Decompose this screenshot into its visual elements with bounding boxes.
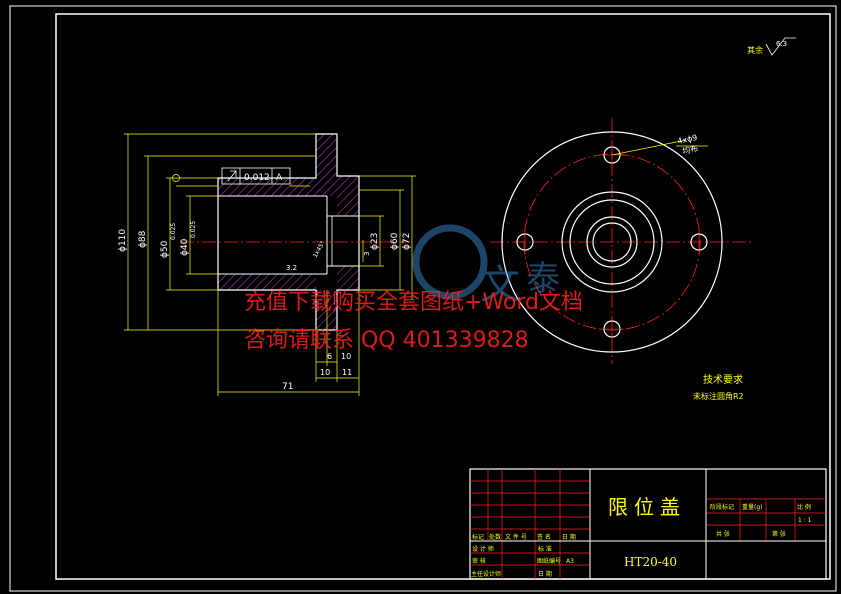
tech-req-line1: 未标注圆角R2 <box>693 391 744 401</box>
tb-file: 文 件 号 <box>505 533 527 541</box>
bore-circle-2 <box>592 222 632 262</box>
tb-sign: 签 名 <box>537 533 551 541</box>
tolerance-value: 0.012 <box>244 173 270 183</box>
holes-note: 均布 <box>681 143 699 156</box>
svg-text:泰: 泰 <box>526 259 560 299</box>
dim-d60: ϕ60 <box>390 232 400 250</box>
tb-scale-value: 1 : 1 <box>798 517 812 524</box>
tb-count: 处数 <box>489 533 501 541</box>
tb-date: 日 期 <box>562 533 576 541</box>
hub-circle-1 <box>561 191 663 293</box>
bore-circle-1 <box>586 216 638 268</box>
title-block: 限位盖 HT20-40 标记 处数 文 件 号 签 名 日 期 设 计 师 审 … <box>469 468 827 580</box>
flange-hatch-bottom <box>316 290 337 330</box>
dimension-lines <box>124 133 416 396</box>
surface-finish-value: 6.3 <box>776 40 787 48</box>
tb-scale-label: 比 例 <box>797 503 811 511</box>
dim-d110: ϕ110 <box>118 229 128 252</box>
dim-len10b: 10 <box>341 352 351 361</box>
watermark-logo: 文 泰 <box>412 224 560 308</box>
svg-text:文: 文 <box>480 262 520 308</box>
dim-chamfer: 1x45° <box>312 240 327 259</box>
tb-stage: 阶段标记 <box>710 503 734 511</box>
holes-label: 4xϕ9 <box>677 133 699 146</box>
tolerance-frame: 0.012 A <box>172 167 291 185</box>
tb-audit: 标 准 <box>538 545 552 553</box>
tb-mark: 标记 <box>472 533 484 541</box>
dim-d88: ϕ88 <box>138 230 148 248</box>
dim-len10a: 10 <box>320 368 330 377</box>
dim-d50-tol: 0.025 <box>170 223 177 240</box>
surface-finish-symbol <box>765 37 796 56</box>
tb-check: 审 核 <box>472 557 486 565</box>
dim-d72: ϕ72 <box>402 233 412 250</box>
section-view <box>180 133 410 331</box>
dim-len6: 6 <box>327 352 332 361</box>
tb-design: 设 计 师 <box>472 545 494 553</box>
boss-hatch-bottom <box>337 266 359 290</box>
tb-approve: 主任设计师 <box>471 570 501 578</box>
tb-drawing-no: 图纸编号 <box>537 557 561 565</box>
part-name: 限位盖 <box>608 495 686 519</box>
surface-finish-label: 其余 <box>747 45 763 55</box>
boss-hatch-top <box>337 176 359 216</box>
tb-total: 共 张 <box>716 530 730 538</box>
outer-circle <box>501 131 723 353</box>
tb-date2: 日 期 <box>538 570 552 578</box>
dim-len71: 71 <box>282 382 293 392</box>
tb-weight: 重量(g) <box>742 503 763 511</box>
watermark-line2: 咨询请联系 QQ 401339828 <box>244 328 529 353</box>
hub-hatch-top <box>218 178 316 196</box>
dim-ra32: 3.2 <box>286 264 297 272</box>
tolerance-datum: A <box>276 173 283 183</box>
part-outline <box>217 133 360 331</box>
inner-border <box>55 13 831 580</box>
hub-hatch-bottom <box>218 274 316 290</box>
dim-d50: ϕ50 <box>160 240 170 258</box>
tb-drawing-val: A3 <box>566 558 574 565</box>
tb-sheet: 第 张 <box>772 530 786 538</box>
outer-border <box>9 5 837 592</box>
dim-len11: 11 <box>342 368 352 377</box>
dim-len3: 3 <box>363 252 371 256</box>
dim-d40: ϕ40 <box>180 238 190 256</box>
dim-d23: ϕ23 <box>370 233 380 250</box>
flange-hatch-top <box>316 134 337 196</box>
tech-req-title: 技术要求 <box>703 373 743 386</box>
hub-circle-2 <box>569 199 655 285</box>
holes-leader <box>611 139 687 156</box>
dim-d40-tol: 0.025 <box>190 221 197 238</box>
watermark-line1: 充值下载购买全套图纸+Word文档 <box>244 290 583 315</box>
front-view: 4xϕ9 均布 <box>490 118 752 364</box>
part-material: HT20-40 <box>624 555 677 569</box>
